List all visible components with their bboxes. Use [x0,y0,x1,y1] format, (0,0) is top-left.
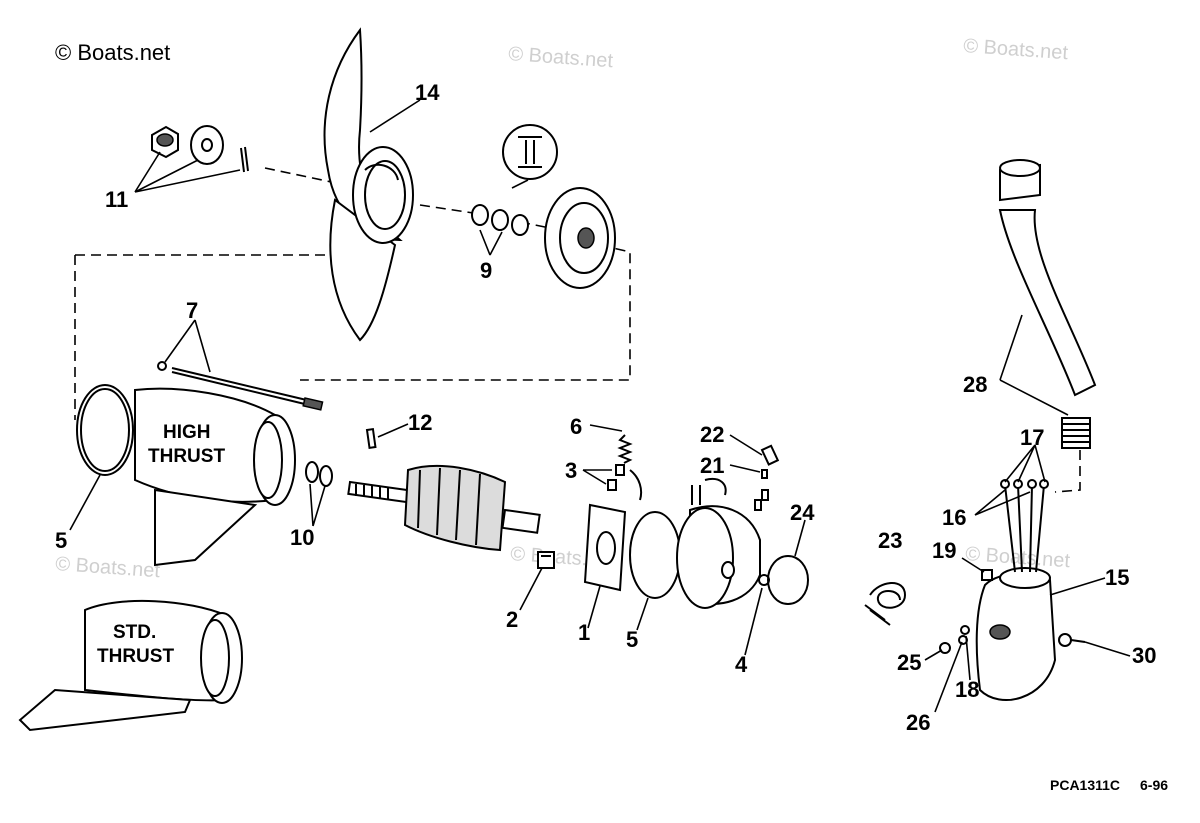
part-label-25: 25 [897,650,921,675]
screw [537,551,555,569]
part-label-15: 15 [1105,565,1129,590]
part-label-21: 21 [700,453,724,478]
part-label-7: 7 [186,298,198,323]
support-tube [998,159,1097,449]
part-label-1: 1 [578,620,590,645]
bearing-group [471,124,616,289]
part-label-16: 16 [942,505,966,530]
part-label-9: 9 [480,258,492,283]
part-label-5-center: 5 [626,627,638,652]
watermark-main: © Boats.net [55,40,170,65]
part-label-11: 11 [105,187,128,212]
part-label-10: 10 [290,525,314,550]
part-label-17: 17 [1020,425,1044,450]
roll-pin [760,444,780,466]
std-thrust-label-line1: STD. [113,622,156,643]
nut-washer-pin-group [151,125,249,173]
through-bolt [157,361,324,411]
o-ring-center [629,511,681,599]
part-label-4: 4 [735,652,748,677]
pin [365,428,377,449]
end-bell-housing [676,478,769,609]
part-label-24: 24 [790,500,815,525]
watermark-top-right: © Boats.net [963,35,1070,64]
high-thrust-label-line2: THRUST [148,446,225,467]
drawing-date: 6-96 [1140,777,1168,793]
part-label-30: 30 [1132,643,1156,668]
plug [981,569,993,581]
drawing-code: PCA1311C [1050,777,1120,793]
part-label-19: 19 [932,538,956,563]
part-label-3: 3 [565,458,577,483]
washer-pair [305,461,333,487]
part-number-labels: 11 14 9 7 5 12 10 6 3 2 1 5 22 21 24 4 2… [55,80,1156,735]
std-thrust-label-line2: THRUST [97,646,174,667]
armature [347,464,541,552]
assembly-line-tube [1054,450,1081,493]
part-label-5-left: 5 [55,528,67,553]
screw-small [939,642,951,654]
wire-coil [864,582,907,626]
leader-lines [69,99,1131,713]
bolt [1058,633,1086,647]
part-label-14: 14 [415,80,440,105]
part-label-12: 12 [408,410,432,435]
control-head [975,479,1057,701]
part-label-28: 28 [963,372,987,397]
part-label-6: 6 [570,414,582,439]
brushes-spring [607,434,643,501]
part-label-26: 26 [906,710,930,735]
std-thrust-housing: STD. THRUST [18,599,243,732]
high-thrust-label-line1: HIGH [163,422,211,443]
terminal-pin [761,469,768,479]
propeller [323,27,414,342]
o-ring-left [76,384,134,476]
part-label-22: 22 [700,422,724,447]
part-label-23: 23 [878,528,902,553]
washer-small [960,625,970,635]
watermark-left: © Boats.net [55,553,162,582]
watermark-top-center: © Boats.net [508,43,615,72]
part-label-18: 18 [955,677,979,702]
high-thrust-housing: HIGH THRUST [134,387,296,567]
assembly-line-box [74,244,631,420]
part-label-2: 2 [506,607,518,632]
o-ring-right [767,555,809,605]
